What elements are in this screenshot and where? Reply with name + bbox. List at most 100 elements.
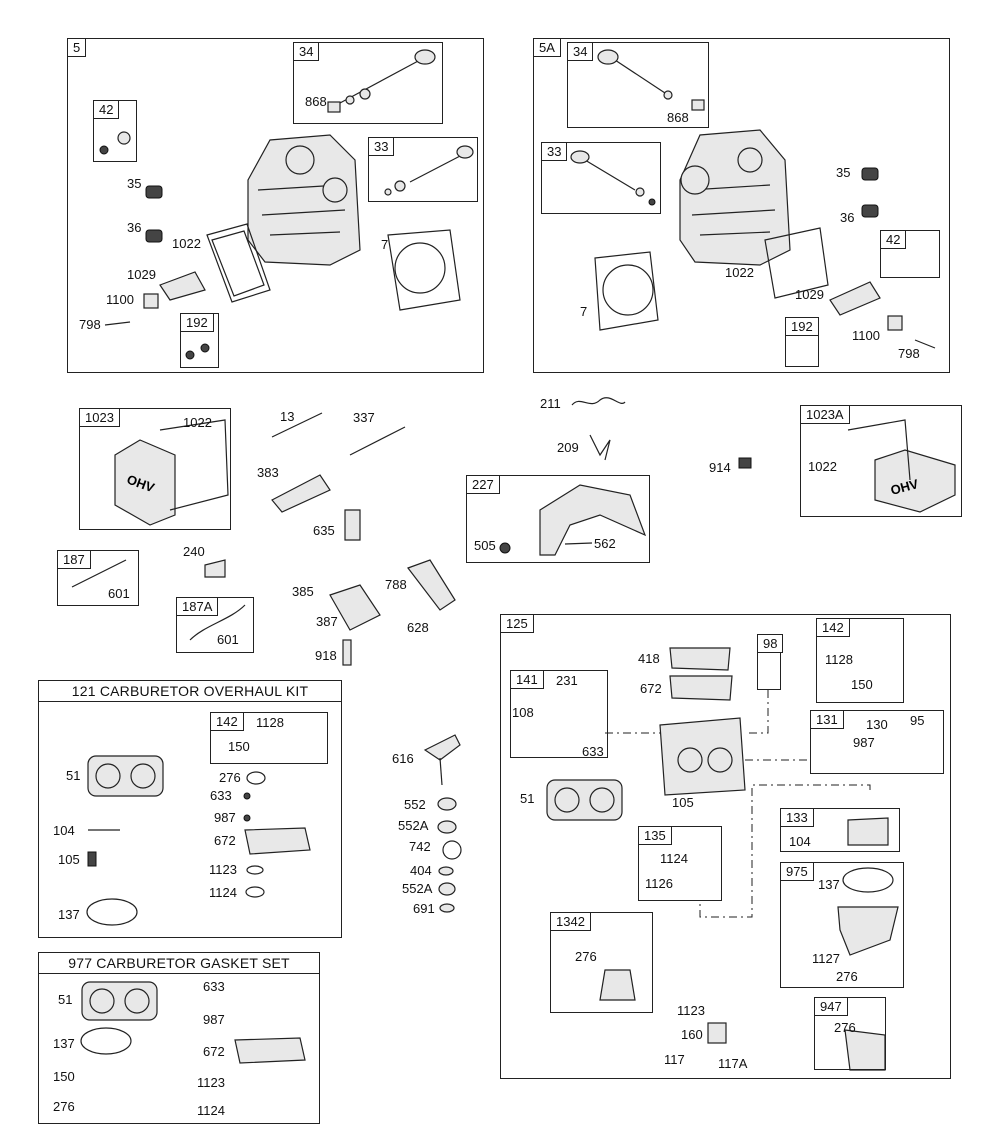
valve-cover-1023-drawing: OHV (114, 419, 229, 526)
small-parts-42-192-left (99, 131, 210, 360)
part-label-1022-cover: 1022 (183, 415, 212, 430)
tube-187-drawing (71, 559, 127, 588)
plate-672-kit121-drawing (244, 827, 311, 855)
kit121-label-633: 633 (210, 788, 232, 803)
fitting-1342-drawing (599, 969, 636, 1001)
group-box-34-right: 34 (567, 42, 709, 128)
part-label-616: 616 (392, 751, 414, 766)
kit977-label-1124: 1124 (197, 1103, 225, 1118)
ring-137-kit121-drawing (86, 898, 138, 926)
part-label-209: 209 (557, 440, 579, 455)
part-label-601-b: 601 (217, 632, 239, 647)
bracket-387-drawing (329, 584, 381, 631)
carb-label-1123: 1123 (677, 1003, 705, 1018)
group-box-98: 98 (757, 634, 784, 690)
group-box-33-left: 33 (368, 137, 478, 202)
part-label-635: 635 (313, 523, 335, 538)
valve-34-5a-drawing (597, 49, 705, 111)
spark-plug-337-drawing (349, 426, 406, 456)
part-label-240: 240 (183, 544, 205, 559)
group-box-5a: 5A (533, 38, 950, 373)
carb-label-160: 160 (681, 1027, 703, 1042)
group-label-34-left: 34 (293, 42, 320, 61)
gasket-1022-left-drawing (206, 223, 271, 303)
part-label-387: 387 (316, 614, 338, 629)
kit977-label-672: 672 (203, 1044, 225, 1059)
carb-label-51: 51 (520, 791, 535, 806)
part-label-211: 211 (540, 396, 561, 411)
group-label-192-right: 192 (785, 317, 819, 336)
carb-label-231: 231 (556, 673, 578, 688)
group-label-33-left: 33 (368, 137, 395, 156)
part-240-drawing (204, 559, 226, 578)
carb-label-633: 633 (582, 744, 604, 759)
group-label-1023: 1023 (79, 408, 120, 427)
group-box-42-left: 42 (93, 100, 137, 162)
group-label-5a: 5A (533, 38, 561, 57)
group-box-187: 187 (57, 550, 139, 606)
group-box-227: 227 (466, 475, 650, 563)
carb-label-95: 95 (910, 713, 925, 728)
carb-label-104: 104 (789, 834, 811, 849)
valve-cover-1023a-drawing: OHV (847, 419, 956, 513)
part-label-1022-left: 1022 (172, 236, 201, 251)
part-label-601-a: 601 (108, 586, 130, 601)
carb-label-137: 137 (818, 877, 840, 892)
group-box-947: 947 (814, 997, 886, 1070)
group-label-125: 125 (500, 614, 534, 633)
plate-672-kit977-drawing (234, 1037, 306, 1064)
needle-105-kit121-drawing (87, 851, 97, 867)
kit121-label-987: 987 (214, 810, 236, 825)
part-label-13: 13 (280, 409, 295, 424)
spring-209-drawing (589, 434, 611, 461)
bracket-788-drawing (407, 559, 456, 611)
kit121-label-276: 276 (219, 770, 241, 785)
cylinder-head-5a-drawing (679, 129, 791, 266)
carb-label-276-solenoid: 276 (834, 1020, 856, 1035)
group-label-142-kit: 142 (210, 712, 244, 731)
part-383-drawing (271, 474, 331, 513)
group-box-42-right: 42 (880, 230, 940, 278)
kit121-label-1123: 1123 (209, 862, 237, 877)
springs-35-36-left-drawing (145, 185, 163, 243)
carb-label-1127: 1127 (812, 951, 840, 966)
kit977-label-1123: 1123 (197, 1075, 225, 1090)
group-label-1023a: 1023A (800, 405, 850, 424)
group-box-142-carb: 142 (816, 618, 904, 703)
gasket-51-box125-drawing (546, 779, 623, 821)
part-label-385: 385 (292, 584, 314, 599)
group-box-1023a: 1023A (800, 405, 962, 517)
part-label-383: 383 (257, 465, 279, 480)
part-label-628: 628 (407, 620, 429, 635)
tube-187a-drawing (189, 604, 246, 641)
kit-title-977: 977 CARBURETOR GASKET SET (39, 953, 319, 974)
kit977-label-633: 633 (203, 979, 225, 994)
carburetor-drawing (659, 717, 746, 796)
carb-label-276-bowl: 276 (836, 969, 858, 984)
part-label-36-right: 36 (840, 210, 855, 225)
springs-35-36-5a-drawing (861, 167, 879, 218)
part-label-7-right: 7 (580, 304, 588, 319)
part-label-742: 742 (409, 839, 431, 854)
kit-title-121: 121 CARBURETOR OVERHAUL KIT (39, 681, 341, 702)
carb-label-1126: 1126 (645, 876, 673, 891)
group-label-141: 141 (510, 670, 544, 689)
kit977-label-51: 51 (58, 992, 73, 1007)
pin-918-drawing (342, 639, 352, 666)
gasket-7-5a-drawing (594, 251, 659, 331)
part-label-798-right: 798 (898, 346, 920, 361)
group-box-1342: 1342 (550, 912, 653, 1013)
part-label-552: 552 (404, 797, 426, 812)
part-label-914: 914 (709, 460, 731, 475)
bowl-975-drawing (837, 867, 899, 956)
part-label-562: 562 (594, 536, 616, 551)
group-box-192-right: 192 (785, 317, 819, 367)
part-label-36-left: 36 (127, 220, 142, 235)
kit121-label-672: 672 (214, 833, 236, 848)
group-label-142-carb: 142 (816, 618, 850, 637)
part-label-1029-right: 1029 (795, 287, 824, 302)
group-label-227: 227 (466, 475, 500, 494)
part-label-798-left: 798 (79, 317, 101, 332)
kit121-label-105: 105 (58, 852, 80, 867)
